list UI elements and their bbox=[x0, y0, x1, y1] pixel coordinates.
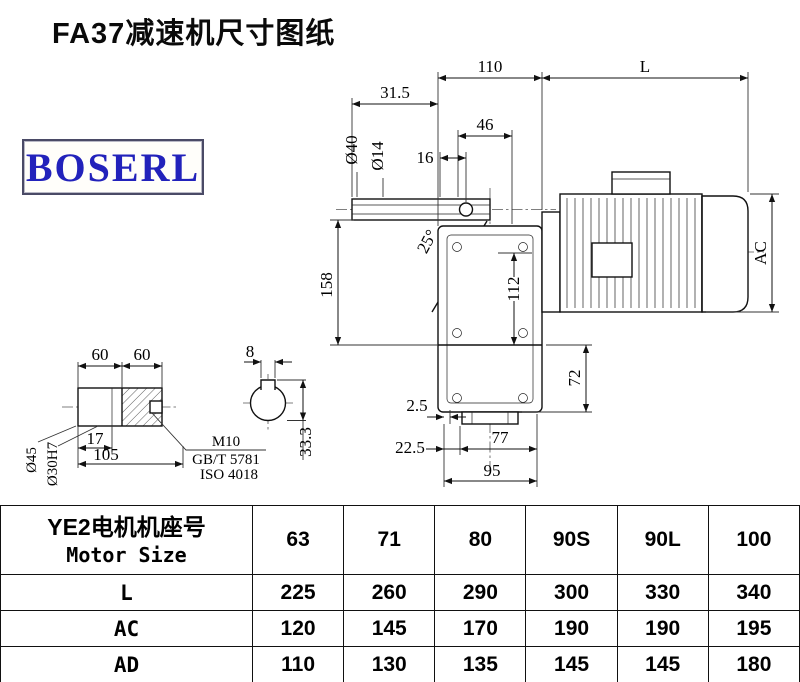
dim-158-label: 158 bbox=[317, 272, 336, 298]
dimension-table: YE2电机机座号 Motor Size 63 71 80 90S 90L 100… bbox=[0, 505, 800, 682]
dim-72-label: 72 bbox=[565, 370, 584, 387]
value-AC-5: 195 bbox=[707, 610, 800, 647]
dim-AC-label: AC bbox=[751, 241, 770, 265]
table-row-AD: AD 110 130 135 145 145 180 bbox=[0, 646, 800, 682]
dim-33-3-label: 33.3 bbox=[296, 427, 315, 457]
value-AC-4: 190 bbox=[616, 610, 709, 647]
header-label-cn: YE2电机机座号 bbox=[47, 514, 206, 541]
motor-size-col-0: 63 bbox=[251, 505, 345, 575]
value-AD-3: 145 bbox=[525, 646, 618, 682]
dim-60a-label: 60 bbox=[92, 345, 109, 364]
value-L-2: 290 bbox=[434, 574, 527, 611]
dim-angle-25-label: 25° bbox=[413, 226, 441, 256]
value-AD-2: 135 bbox=[434, 646, 527, 682]
thread-m10-label: M10 bbox=[212, 434, 240, 450]
dim-8-label: 8 bbox=[246, 342, 255, 361]
logo-text: BOSERL bbox=[25, 144, 201, 190]
dim-95-label: 95 bbox=[484, 461, 501, 480]
table-header-row: YE2电机机座号 Motor Size 63 71 80 90S 90L 100 bbox=[0, 505, 800, 575]
motor-size-header-cell: YE2电机机座号 Motor Size bbox=[0, 505, 253, 575]
value-AC-2: 170 bbox=[434, 610, 527, 647]
value-AC-0: 120 bbox=[251, 610, 345, 647]
dim-46-label: 46 bbox=[477, 115, 494, 134]
row-label-AC: AC bbox=[0, 610, 253, 647]
value-AD-0: 110 bbox=[251, 646, 345, 682]
value-L-5: 340 bbox=[707, 574, 800, 611]
dim-16-label: 16 bbox=[417, 148, 434, 167]
value-AD-1: 130 bbox=[343, 646, 436, 682]
dim-dia30h7-label: Ø30H7 bbox=[45, 441, 61, 486]
motor-size-col-5: 100 bbox=[707, 505, 800, 575]
dim-60b-label: 60 bbox=[134, 345, 151, 364]
boserl-logo: BOSERL bbox=[22, 139, 204, 195]
header-label-en: Motor Size bbox=[66, 542, 187, 567]
value-AD-4: 145 bbox=[616, 646, 709, 682]
dim-2-5-label: 2.5 bbox=[406, 396, 427, 415]
motor-size-col-1: 71 bbox=[343, 505, 436, 575]
shaft-detail-view: 60 60 17 105 Ø45 Ø30H7 M10 GB/T 5781 ISO… bbox=[24, 345, 266, 486]
dim-77-label: 77 bbox=[492, 428, 510, 447]
motor-size-col-2: 80 bbox=[434, 505, 527, 575]
dim-110-label: 110 bbox=[478, 57, 503, 76]
value-AC-1: 145 bbox=[343, 610, 436, 647]
table-row-AC: AC 120 145 170 190 190 195 bbox=[0, 610, 800, 647]
dim-dia45-label: Ø45 bbox=[24, 447, 40, 473]
main-view-dimensions: 110 L 31.5 46 16 Ø40 Ø14 25° 158 112 AC … bbox=[317, 57, 779, 487]
dim-22-5-label: 22.5 bbox=[395, 438, 425, 457]
thread-gbt5781-label: GB/T 5781 bbox=[192, 452, 260, 468]
dim-L-label: L bbox=[640, 57, 650, 76]
value-L-1: 260 bbox=[343, 574, 436, 611]
dim-112-label: 112 bbox=[504, 277, 523, 302]
technical-drawing: 110 L 31.5 46 16 Ø40 Ø14 25° 158 112 AC … bbox=[24, 57, 779, 487]
value-AC-3: 190 bbox=[525, 610, 618, 647]
dim-31-5-label: 31.5 bbox=[380, 83, 410, 102]
shaft-section-view: 8 33.3 bbox=[243, 342, 315, 460]
value-L-4: 330 bbox=[616, 574, 709, 611]
dim-105-label: 105 bbox=[93, 445, 119, 464]
motor-size-col-3: 90S bbox=[525, 505, 618, 575]
motor-size-col-4: 90L bbox=[616, 505, 709, 575]
dim-dia14-label: Ø14 bbox=[368, 141, 387, 171]
row-label-AD: AD bbox=[0, 646, 253, 682]
value-L-3: 300 bbox=[525, 574, 618, 611]
value-L-0: 225 bbox=[251, 574, 345, 611]
dim-dia40-label: Ø40 bbox=[342, 135, 361, 164]
motor-fins bbox=[566, 198, 696, 308]
page-title: FA37减速机尺寸图纸 bbox=[52, 18, 336, 50]
table-row-L: L 225 260 290 300 330 340 bbox=[0, 574, 800, 611]
row-label-L: L bbox=[0, 574, 253, 611]
value-AD-5: 180 bbox=[707, 646, 800, 682]
dim-17-label: 17 bbox=[87, 429, 105, 448]
thread-iso4018-label: ISO 4018 bbox=[200, 467, 258, 483]
motor-view bbox=[541, 171, 749, 313]
